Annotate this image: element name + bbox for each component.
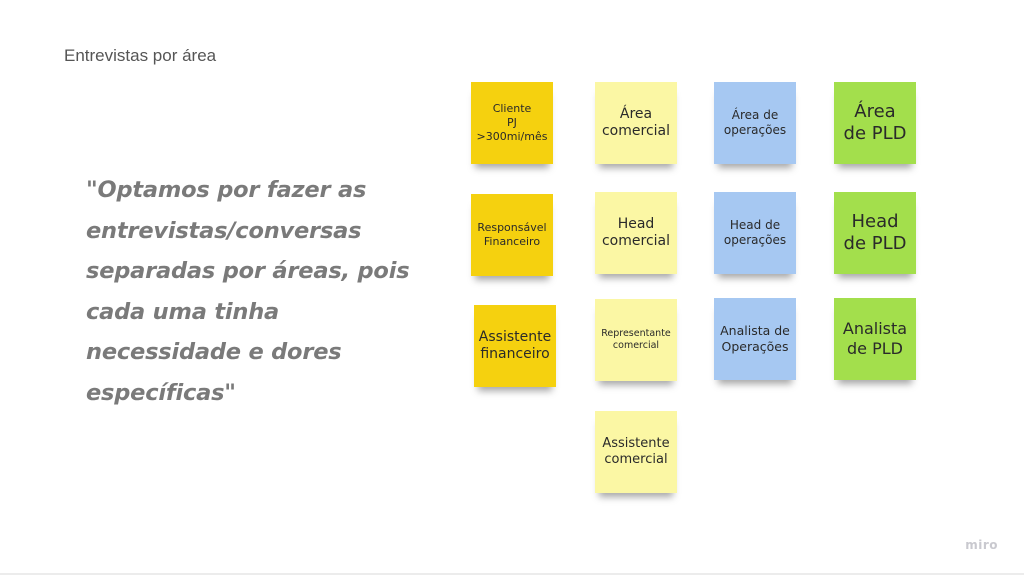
sticky-note-line: Head de	[729, 218, 781, 232]
sticky-note-line: Analista	[842, 319, 908, 338]
sticky-note-line: Representante	[601, 328, 671, 340]
sticky-note-line: Operações	[721, 339, 789, 354]
sticky-note-line: PJ	[507, 116, 517, 130]
sticky-note-line: comercial	[604, 452, 668, 467]
sticky-note-line: comercial	[612, 340, 660, 351]
miro-logo: miro	[965, 538, 998, 552]
sticky-note-line: de PLD	[847, 339, 903, 358]
sticky-note-line: comercial	[601, 123, 671, 139]
sticky-note-line: Assistente	[602, 435, 670, 451]
sticky-note-line: operações	[723, 123, 787, 137]
quote-text: "Optamos por fazer as entrevistas/conver…	[86, 177, 410, 406]
sticky-note-line: Head	[851, 210, 899, 232]
sticky-note-line: comercial	[601, 233, 671, 249]
sticky-note-line: Área	[619, 105, 653, 122]
sticky-note-line: >300mi/mês	[476, 129, 548, 143]
slide-bottom-edge	[0, 573, 1024, 575]
sticky-note-line: Responsável	[477, 221, 547, 235]
sticky-note-line: Analista de	[720, 323, 790, 339]
sticky-note-line: Head	[617, 215, 655, 232]
sticky-note-line: de PLD	[843, 233, 907, 254]
sticky-note-line: operações	[723, 233, 787, 247]
sticky-note-line: financeiro	[480, 346, 550, 362]
sticky-note-line: Financeiro	[483, 235, 541, 248]
slide-title: Entrevistas por área	[64, 46, 217, 65]
sticky-note-line: de PLD	[843, 123, 907, 144]
sticky-note-line: Cliente	[492, 102, 532, 116]
sticky-note-line: Área	[854, 100, 896, 122]
sticky-note-line: Assistente	[478, 328, 552, 345]
sticky-note-line: Área de	[731, 108, 779, 122]
